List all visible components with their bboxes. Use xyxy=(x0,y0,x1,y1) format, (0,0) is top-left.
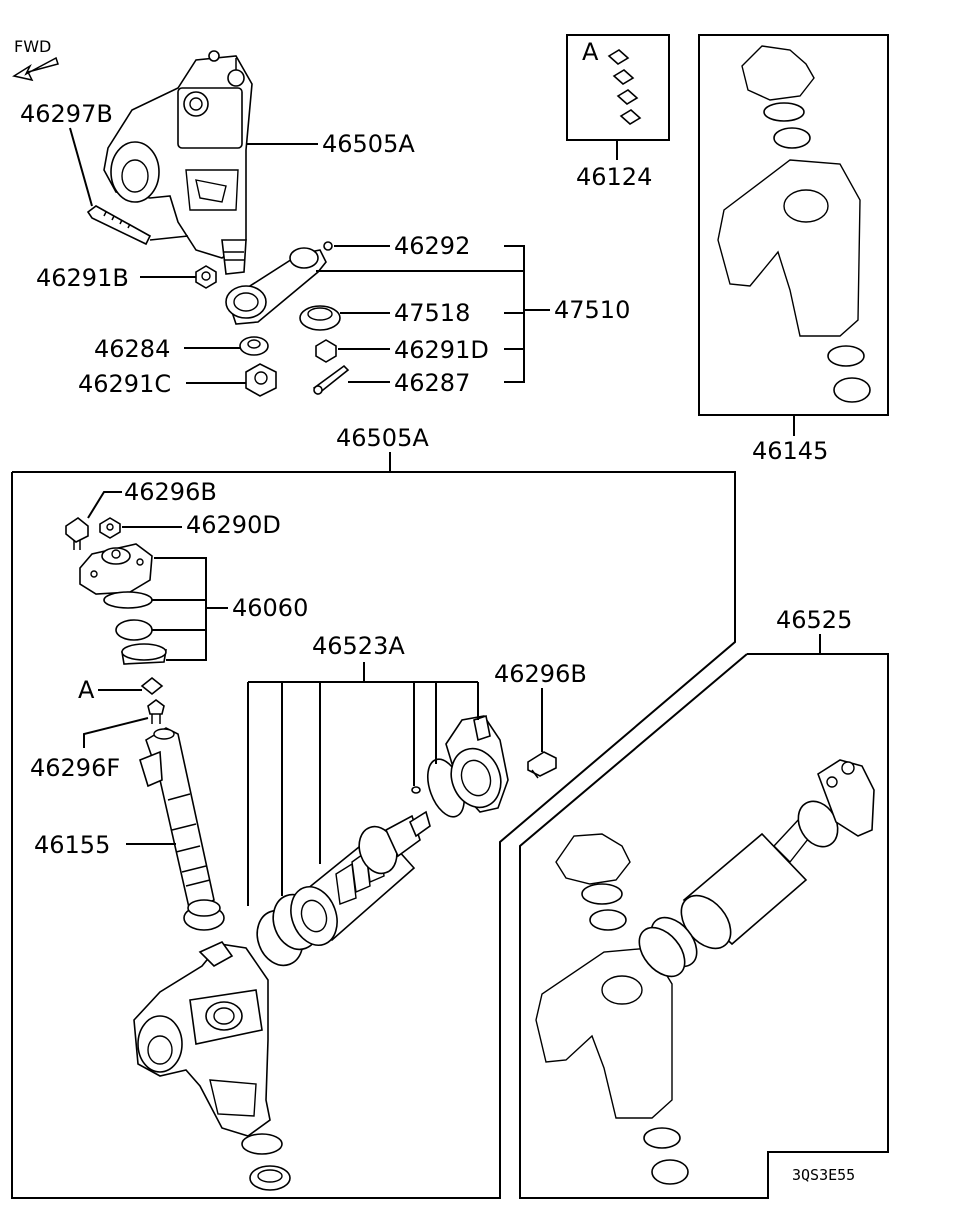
label-46523A: 46523A xyxy=(312,632,405,660)
gear-housing-outline-46145 xyxy=(717,45,871,403)
bracket-46060 xyxy=(152,557,228,661)
label-47510: 47510 xyxy=(554,296,630,324)
boot-47518 xyxy=(299,305,341,331)
leader-46296F xyxy=(83,717,149,748)
bolt-46296B-upper xyxy=(65,517,89,550)
label-46296B-upper: 46296B xyxy=(124,478,217,506)
label-46291C: 46291C xyxy=(78,370,171,398)
leader-46296B-upper xyxy=(87,491,122,519)
bolt-46297B xyxy=(86,205,152,246)
sector-shaft-46155 xyxy=(139,727,225,931)
label-46145: 46145 xyxy=(752,437,828,465)
worm-assembly-46523A xyxy=(256,786,431,967)
cotter-pin-46287 xyxy=(312,364,350,396)
bracket-47510 xyxy=(316,245,550,383)
power-cylinder-46525 xyxy=(535,759,875,1185)
label-46155: 46155 xyxy=(34,831,110,859)
box-46505A xyxy=(11,471,736,1199)
label-46292: 46292 xyxy=(394,232,470,260)
kit-a-marker: A xyxy=(582,38,599,66)
label-46291D: 46291D xyxy=(394,336,489,364)
label-46297B: 46297B xyxy=(20,100,113,128)
washer-46284 xyxy=(239,336,269,356)
nut-46290D xyxy=(99,517,121,539)
top-cover-46060 xyxy=(79,543,167,665)
diagram-code: 3QS3E55 xyxy=(792,1166,855,1184)
label-46505A-box: 46505A xyxy=(336,424,429,452)
label-46296F: 46296F xyxy=(30,754,120,782)
label-46124: 46124 xyxy=(576,163,652,191)
label-47518: 47518 xyxy=(394,299,470,327)
label-46296B-right: 46296B xyxy=(494,660,587,688)
box-a-marker: A xyxy=(78,676,95,704)
steering-gear-box-top xyxy=(103,50,253,275)
label-46284: 46284 xyxy=(94,335,170,363)
gear-housing-lower xyxy=(133,940,291,1191)
bolt-46296B-right xyxy=(527,751,557,779)
valve-housing xyxy=(426,714,509,818)
shims-kit xyxy=(607,49,642,125)
pitman-arm xyxy=(225,241,333,325)
box-46525 xyxy=(519,653,889,1199)
nut-46291C xyxy=(245,363,277,397)
label-46505A-top: 46505A xyxy=(322,130,415,158)
nut-46291B xyxy=(195,265,217,289)
label-46060: 46060 xyxy=(232,594,308,622)
label-46525: 46525 xyxy=(776,606,852,634)
label-46291B: 46291B xyxy=(36,264,129,292)
label-46290D: 46290D xyxy=(186,511,281,539)
screw-46296F xyxy=(147,699,165,724)
fwd-arrow-icon xyxy=(12,56,59,82)
fwd-label: FWD xyxy=(14,37,51,56)
bracket-46523A xyxy=(247,662,479,906)
leader-46297B xyxy=(69,127,93,207)
label-46287: 46287 xyxy=(394,369,470,397)
shim-a xyxy=(140,676,164,696)
nut-46291D xyxy=(315,339,337,363)
